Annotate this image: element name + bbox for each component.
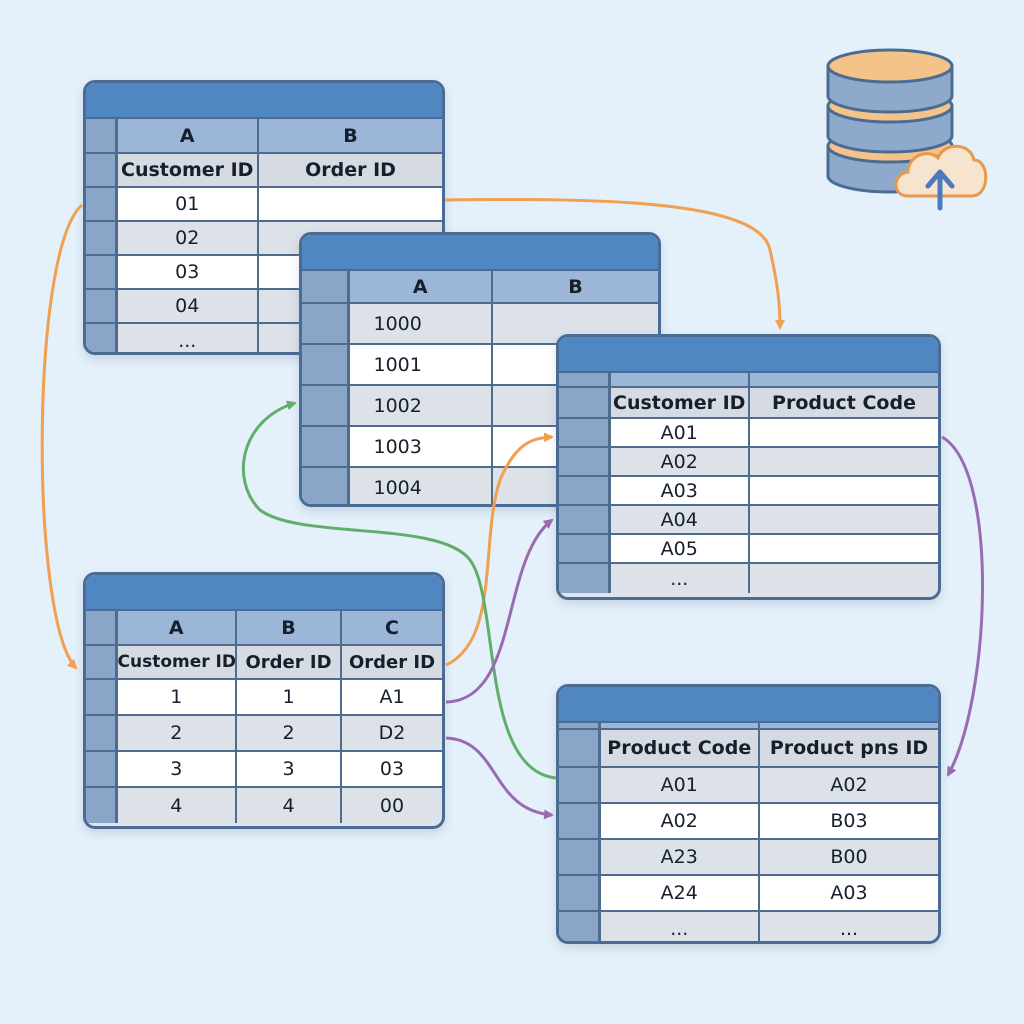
table-cell: 4 bbox=[116, 787, 237, 823]
table-title-bar bbox=[559, 337, 938, 373]
table-cell: 1004 bbox=[348, 467, 493, 504]
column-header: Order ID bbox=[236, 645, 342, 680]
table-row: A05 bbox=[559, 534, 938, 564]
table-cell: A02 bbox=[759, 767, 938, 804]
table-product-codes: Product Code Product pns ID A01 A02 A02 … bbox=[556, 684, 941, 944]
table-row: A03 bbox=[559, 476, 938, 506]
column-header: Customer ID bbox=[116, 645, 237, 680]
table-row: A23 B00 bbox=[559, 839, 938, 876]
table-cell: A24 bbox=[599, 875, 760, 912]
column-header: Product Code bbox=[749, 387, 938, 419]
table-cell: ... bbox=[759, 911, 938, 941]
table-cell: 03 bbox=[116, 255, 259, 290]
table-title-bar bbox=[86, 83, 442, 119]
arrow-purple-table4-to-table3 bbox=[445, 518, 554, 704]
table-cell: 3 bbox=[236, 751, 342, 788]
table-row: A02 B03 bbox=[559, 803, 938, 840]
table-cell: A02 bbox=[609, 447, 750, 477]
table-cell: 3 bbox=[116, 751, 237, 788]
table-row: 3 3 03 bbox=[86, 751, 442, 788]
column-header: Customer ID bbox=[116, 153, 259, 188]
table-cell: 03 bbox=[341, 751, 442, 788]
column-letter: C bbox=[341, 611, 442, 646]
table-cell: A01 bbox=[599, 767, 760, 804]
table-cell: 1003 bbox=[348, 426, 493, 468]
column-header: Product Code bbox=[599, 729, 760, 768]
table-cell bbox=[749, 476, 938, 506]
table-cell: 02 bbox=[116, 221, 259, 256]
table-row: 1 1 A1 bbox=[86, 679, 442, 716]
table-cell: A01 bbox=[609, 418, 750, 448]
table-row: ... bbox=[559, 563, 938, 593]
cloud-upload-icon bbox=[894, 144, 988, 211]
column-letter: B bbox=[258, 119, 442, 154]
table-row: A01 bbox=[559, 418, 938, 448]
table-cell: ... bbox=[599, 911, 760, 941]
table-row: ... ... bbox=[559, 911, 938, 941]
column-letter: B bbox=[236, 611, 342, 646]
arrow-orange-table1-to-table4 bbox=[40, 203, 83, 670]
table-cell bbox=[749, 534, 938, 564]
table-cell: A03 bbox=[609, 476, 750, 506]
table-cell: A23 bbox=[599, 839, 760, 876]
table-cell: A02 bbox=[599, 803, 760, 840]
table-cell: 04 bbox=[116, 289, 259, 324]
table-cell: B00 bbox=[759, 839, 938, 876]
column-header: Product pns ID bbox=[759, 729, 938, 768]
table-cell: ... bbox=[609, 563, 750, 593]
column-letter: B bbox=[492, 271, 658, 304]
arrow-purple-table4-to-table5 bbox=[445, 736, 554, 820]
table-cell: 00 bbox=[341, 787, 442, 823]
column-header: Order ID bbox=[258, 153, 442, 188]
table-cell: 1 bbox=[236, 679, 342, 716]
column-header: Customer ID bbox=[609, 387, 750, 419]
column-letter: A bbox=[116, 119, 259, 154]
table-cell: A03 bbox=[759, 875, 938, 912]
table-cell: 1 bbox=[116, 679, 237, 716]
table-row: 01 bbox=[86, 187, 442, 222]
table-cell: 1000 bbox=[348, 303, 493, 345]
table-cell: 2 bbox=[236, 715, 342, 752]
table-title-bar bbox=[86, 575, 442, 611]
table-cell: A05 bbox=[609, 534, 750, 564]
column-header: Order ID bbox=[341, 645, 442, 680]
table-cell bbox=[749, 418, 938, 448]
table-row: A01 A02 bbox=[559, 767, 938, 804]
table-cell: 1002 bbox=[348, 385, 493, 427]
table-cell: A1 bbox=[341, 679, 442, 716]
table-customer-orders: A B C Customer ID Order ID Order ID 1 1 … bbox=[83, 572, 445, 829]
table-cell: 2 bbox=[116, 715, 237, 752]
table-row: A24 A03 bbox=[559, 875, 938, 912]
table-title-bar bbox=[302, 235, 658, 271]
arrow-purple-table3-to-table5 bbox=[941, 435, 984, 777]
table-title-bar bbox=[559, 687, 938, 723]
table-cell: D2 bbox=[341, 715, 442, 752]
table-row: 2 2 D2 bbox=[86, 715, 442, 752]
column-letter: A bbox=[348, 271, 493, 304]
table-row: 4 4 00 bbox=[86, 787, 442, 823]
table-cell: 1001 bbox=[348, 344, 493, 386]
table-row: A02 bbox=[559, 447, 938, 477]
table-cell: B03 bbox=[759, 803, 938, 840]
table-customer-products: Customer ID Product Code A01 A02 A03 A04… bbox=[556, 334, 941, 600]
table-cell: 4 bbox=[236, 787, 342, 823]
table-row: A04 bbox=[559, 505, 938, 535]
database-icon bbox=[826, 48, 988, 211]
column-letter: A bbox=[116, 611, 237, 646]
table-cell: ... bbox=[116, 323, 259, 352]
table-cell: A04 bbox=[609, 505, 750, 535]
table-cell bbox=[749, 505, 938, 535]
table-cell bbox=[258, 187, 442, 222]
table-cell bbox=[749, 447, 938, 477]
table-cell bbox=[749, 563, 938, 593]
table-cell: 01 bbox=[116, 187, 259, 222]
